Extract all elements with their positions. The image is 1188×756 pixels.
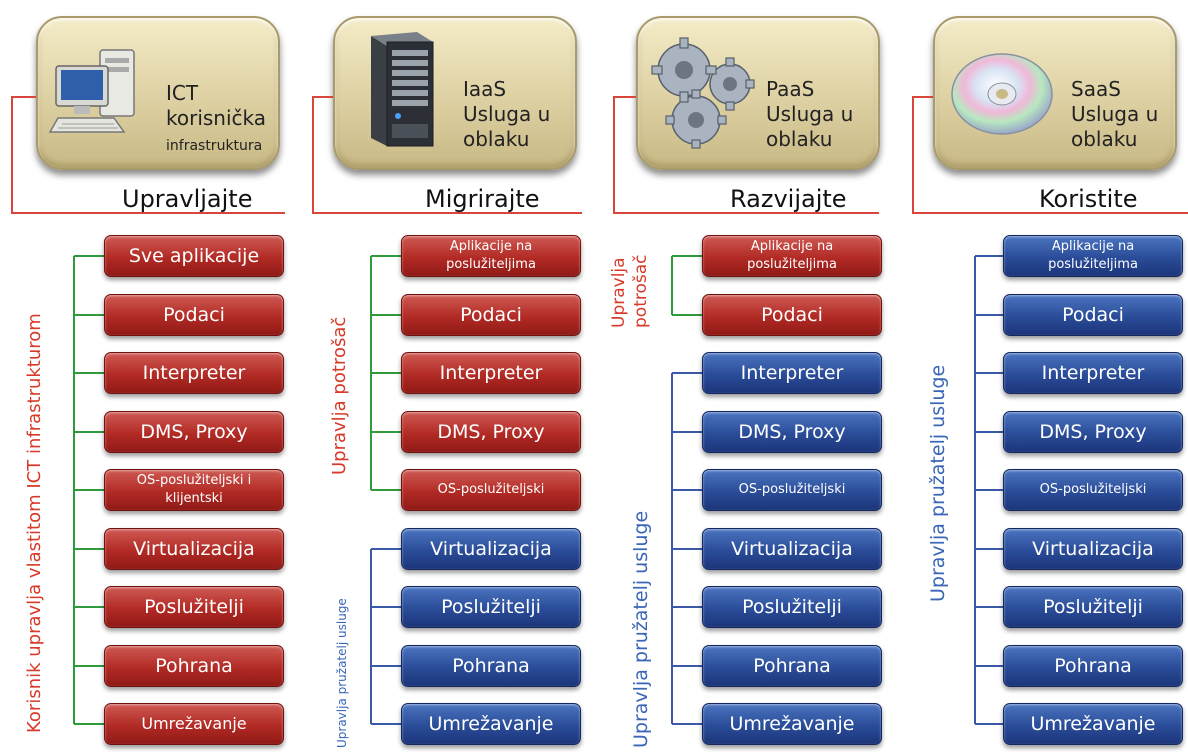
box-saas-data: Podaci <box>1003 294 1183 336</box>
box-iaas-os: OS-poslužiteljski <box>401 469 581 511</box>
box-ict-storage: Pohrana <box>104 645 284 687</box>
box-iaas-data: Podaci <box>401 294 581 336</box>
box-paas-data: Podaci <box>702 294 882 336</box>
box-paas-os: OS-poslužiteljski <box>702 469 882 511</box>
connector-lines-iaas <box>312 96 582 725</box>
box-saas-servers: Poslužitelji <box>1003 586 1183 628</box>
cd-disc-icon <box>951 53 1053 135</box>
box-saas-networking: Umrežavanje <box>1003 703 1183 745</box>
box-paas-applications: Aplikacije na poslužiteljima <box>702 235 882 277</box>
verb-label-iaas: Migrirajte <box>425 185 540 213</box>
group-label-iaas-provider: Upravlja pružatelj usluge <box>335 598 349 748</box>
box-iaas-networking: Umrežavanje <box>401 703 581 745</box>
box-ict-data: Podaci <box>104 294 284 336</box>
box-saas-os: OS-poslužiteljski <box>1003 469 1183 511</box>
box-saas-interpreter: Interpreter <box>1003 352 1183 394</box>
box-ict-virtualization: Virtualizacija <box>104 528 284 570</box>
server-icon <box>371 32 434 147</box>
group-label-ict-user: Korisnik upravlja vlastitom ICT infrastr… <box>24 313 45 733</box>
box-ict-networking: Umrežavanje <box>104 703 284 745</box>
box-iaas-virtualization: Virtualizacija <box>401 528 581 570</box>
verb-label-saas: Koristite <box>1039 185 1138 213</box>
box-ict-servers: Poslužitelji <box>104 586 284 628</box>
box-paas-networking: Umrežavanje <box>702 703 882 745</box>
box-saas-applications: Aplikacije na poslužiteljima <box>1003 235 1183 277</box>
box-iaas-applications: Aplikacije na poslužiteljima <box>401 235 581 277</box>
gears-icon <box>651 37 755 149</box>
box-paas-dms-proxy: DMS, Proxy <box>702 411 882 453</box>
box-saas-storage: Pohrana <box>1003 645 1183 687</box>
box-iaas-dms-proxy: DMS, Proxy <box>401 411 581 453</box>
box-ict-applications: Sve aplikacije <box>104 235 284 277</box>
box-saas-dms-proxy: DMS, Proxy <box>1003 411 1183 453</box>
box-paas-storage: Pohrana <box>702 645 882 687</box>
box-saas-virtualization: Virtualizacija <box>1003 528 1183 570</box>
desktop-computer-icon <box>48 49 135 133</box>
verb-label-ict: Upravljajte <box>122 185 253 213</box>
box-iaas-storage: Pohrana <box>401 645 581 687</box>
box-ict-os: OS-poslužiteljski i klijentski <box>104 469 284 511</box>
box-paas-servers: Poslužitelji <box>702 586 882 628</box>
box-iaas-interpreter: Interpreter <box>401 352 581 394</box>
connector-lines-paas <box>613 96 879 725</box>
connector-lines-ict <box>11 96 285 725</box>
verb-label-paas: Razvijajte <box>730 185 847 213</box>
group-label-iaas-consumer: Upravlja potrošač <box>329 316 350 475</box>
box-ict-interpreter: Interpreter <box>104 352 284 394</box>
group-label-paas-provider: Upravlja pružatelj usluge <box>630 510 652 748</box>
group-label-saas-provider: Upravlja pružatelj usluge <box>927 364 949 602</box>
connector-lines-saas <box>912 96 1188 725</box>
box-ict-dms-proxy: DMS, Proxy <box>104 411 284 453</box>
box-paas-virtualization: Virtualizacija <box>702 528 882 570</box>
box-paas-interpreter: Interpreter <box>702 352 882 394</box>
box-iaas-servers: Poslužitelji <box>401 586 581 628</box>
